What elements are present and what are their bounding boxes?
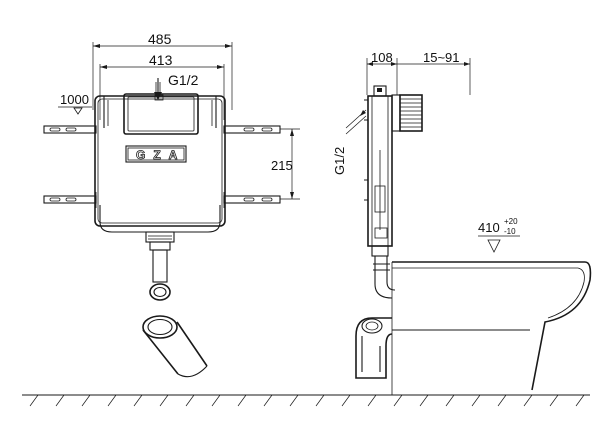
floor-height-label: 1000 bbox=[60, 92, 89, 107]
wall-adjust-label: 15~91 bbox=[423, 50, 460, 65]
cistern-side-profile bbox=[364, 85, 393, 247]
bracket-spacing-dimension: 215 bbox=[271, 128, 300, 200]
pan-height-marker: 410 +20 -10 bbox=[478, 217, 520, 253]
pan-height-label: 410 bbox=[478, 220, 500, 235]
wall-adjust-dimension: 15~91 bbox=[397, 50, 471, 95]
bracket-spacing-label: 215 bbox=[271, 158, 293, 173]
frame-width-label: 413 bbox=[149, 52, 173, 68]
brand-logo: GZA bbox=[125, 145, 187, 163]
brand-logo-text: GZA bbox=[136, 148, 185, 162]
side-inlet-thread-label: G1/2 bbox=[332, 147, 347, 175]
pan-tolerance-plus: +20 bbox=[504, 217, 518, 226]
frame-width-dimension: 413 bbox=[99, 52, 225, 120]
overall-width-dimension: 485 bbox=[92, 31, 233, 110]
front-inlet-thread-label: G1/2 bbox=[168, 72, 199, 88]
upper-brackets bbox=[43, 125, 281, 134]
lower-brackets bbox=[43, 192, 281, 208]
pan-connector-elbow bbox=[355, 317, 393, 379]
wall-hung-pan bbox=[391, 261, 592, 395]
floor-height-marker: 1000 bbox=[58, 92, 92, 115]
elbow-connector bbox=[142, 315, 208, 378]
side-view: 108 15~91 G1/2 bbox=[332, 50, 592, 395]
front-view: 485 413 G1/2 1000 bbox=[43, 31, 300, 378]
cistern-body bbox=[94, 93, 226, 233]
overall-width-label: 485 bbox=[148, 31, 172, 47]
side-inlet: G1/2 bbox=[332, 109, 367, 175]
outlet-pipe bbox=[145, 231, 175, 301]
floor-line bbox=[22, 394, 590, 407]
side-outlet-pipe bbox=[371, 245, 396, 299]
flush-plate-frame bbox=[391, 94, 423, 132]
depth-label: 108 bbox=[371, 50, 393, 65]
pan-tolerance-minus: -10 bbox=[504, 227, 516, 236]
